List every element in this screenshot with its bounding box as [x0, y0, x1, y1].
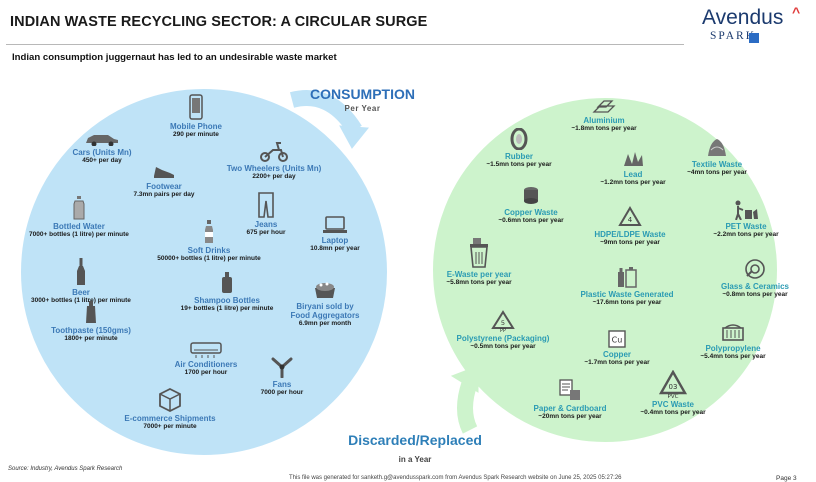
consumption-item-cars: Cars (Units Mn) 450+ per day: [52, 132, 152, 165]
page-subtitle: Indian consumption juggernaut has led to…: [12, 52, 337, 63]
brand-logo-caret: ^: [792, 4, 801, 20]
mobile-phone-icon: [189, 94, 203, 120]
shoe-icon: [154, 167, 174, 178]
consumption-item-two-wheelers: Two Wheelers (Units Mn) 2200+ per day: [218, 140, 330, 181]
soft-drink-icon: [205, 220, 213, 243]
car-icon: [86, 135, 118, 146]
pp-recycle-icon: 5PP: [491, 310, 515, 332]
discarded-heading: Discarded/Replaced: [348, 432, 482, 448]
discarded-item-copper-waste: Copper Waste ~0.6mn tons per year: [484, 186, 578, 225]
fan-icon: [271, 357, 293, 378]
consumption-item-soft-drinks: Soft Drinks 50000+ bottles (1 litre) per…: [140, 220, 278, 263]
air-conditioner-icon: [190, 342, 222, 358]
brand-logo-square: [749, 33, 759, 43]
pet-disposal-icon: [735, 200, 758, 220]
laptop-icon: [323, 216, 347, 233]
consumption-item-biryani: Biryani sold by Food Aggregators 6.9mn p…: [283, 280, 367, 328]
discarded-item-aluminium: Aluminium ~1.8mn tons per year: [556, 98, 652, 133]
textile-pile-icon: [708, 139, 726, 156]
svg-text:PP: PP: [500, 328, 506, 332]
consumption-heading: CONSUMPTION: [310, 86, 415, 102]
shampoo-bottle-icon: [222, 272, 232, 293]
tyre-icon: [510, 128, 528, 150]
source-note: Source: Industry, Avendus Spark Research: [8, 466, 123, 472]
consumption-item-bottled-water: Bottled Water 7000+ bottles (1 litre) pe…: [14, 196, 144, 239]
consumption-item-ecommerce: E-commerce Shipments 7000+ per minute: [108, 388, 232, 431]
plastic-bottles-icon: [618, 267, 637, 288]
consumption-item-jeans: Jeans 675 per hour: [236, 192, 296, 237]
page-title: INDIAN WASTE RECYCLING SECTOR: A CIRCULA…: [10, 14, 428, 30]
consumption-item-mobile-phone: Mobile Phone 290 per minute: [146, 94, 246, 139]
consumption-item-beer: Beer 3000+ bottles (1 litre) per minute: [16, 258, 146, 305]
glass-ceramics-icon: [745, 259, 765, 279]
svg-text:03: 03: [669, 383, 678, 391]
brand-logo-sub: SPARK: [710, 30, 757, 42]
jeans-icon: [258, 192, 274, 218]
biryani-pot-icon: [315, 282, 335, 298]
water-bottle-icon: [73, 196, 85, 220]
discarded-item-textile: Textile Waste ~4mn tons per year: [672, 136, 762, 177]
consumption-item-toothpaste: Toothpaste (150gms) 1800+ per minute: [36, 300, 146, 343]
discarded-item-plastic: Plastic Waste Generated ~17.6mn tons per…: [566, 266, 688, 307]
discarded-item-lead: Lead ~1.2mn tons per year: [588, 150, 678, 187]
aluminium-bars-icon: [592, 100, 616, 113]
paper-cardboard-icon: [559, 379, 580, 400]
discarded-item-hdpe-ldpe: 4 HDPE/LDPE Waste ~9mn tons per year: [582, 206, 678, 247]
hdpe-recycle-icon: 4: [618, 206, 642, 226]
discarded-item-polypropylene: Polypropylene ~5.4mn tons per year: [686, 324, 780, 361]
shipment-box-icon: [159, 388, 181, 412]
brand-logo: Avendus: [702, 6, 784, 29]
scooter-icon: [260, 142, 288, 162]
discarded-item-rubber: Rubber ~1.5mn tons per year: [474, 128, 564, 169]
consumption-item-shampoo: Shampoo Bottles 19+ bottles (1 litre) pe…: [166, 272, 288, 313]
discarded-subheading: in a Year: [398, 455, 432, 464]
consumption-circle: [19, 87, 389, 457]
title-divider: [6, 44, 684, 45]
discarded-item-pet: PET Waste ~2.2mn tons per year: [700, 200, 792, 239]
consumption-item-footwear: Footwear 7.3mn pairs per day: [116, 164, 212, 199]
svg-text:PVC: PVC: [668, 394, 679, 398]
discarded-circle: [431, 96, 779, 444]
consumption-subheading: Per Year: [344, 104, 381, 113]
discarded-item-e-waste: E-Waste per year ~5.8mn tons per year: [434, 238, 524, 287]
copper-element-icon: Cu: [608, 330, 626, 348]
basket-icon: [722, 324, 744, 341]
discarded-item-glass-ceramics: Glass & Ceramics ~0.8mn tons per year: [708, 258, 802, 299]
lead-scrap-icon: [624, 152, 643, 166]
svg-text:Cu: Cu: [612, 336, 623, 345]
svg-text:4: 4: [628, 216, 633, 224]
consumption-item-air-conditioners: Air Conditioners 1700 per hour: [158, 342, 254, 377]
consumption-item-laptop: Laptop 10.8mn per year: [300, 216, 370, 253]
consumption-item-fans: Fans 7000 per hour: [250, 356, 314, 397]
flow-arrow-bottom: [457, 379, 478, 434]
e-waste-bin-icon: [470, 238, 488, 268]
toothpaste-icon: [86, 301, 96, 323]
beer-bottle-icon: [77, 258, 85, 285]
page-number: Page 3: [776, 475, 797, 482]
discarded-item-copper: Cu Copper ~1.7mn tons per year: [574, 330, 660, 367]
flow-arrow-top: [289, 90, 362, 135]
svg-text:5: 5: [501, 319, 505, 327]
discarded-item-paper-cardboard: Paper & Cardboard ~20mn tons per year: [520, 378, 620, 421]
generation-note: This file was generated for sanketh.g@av…: [289, 475, 622, 481]
copper-spool-icon: [524, 187, 538, 204]
